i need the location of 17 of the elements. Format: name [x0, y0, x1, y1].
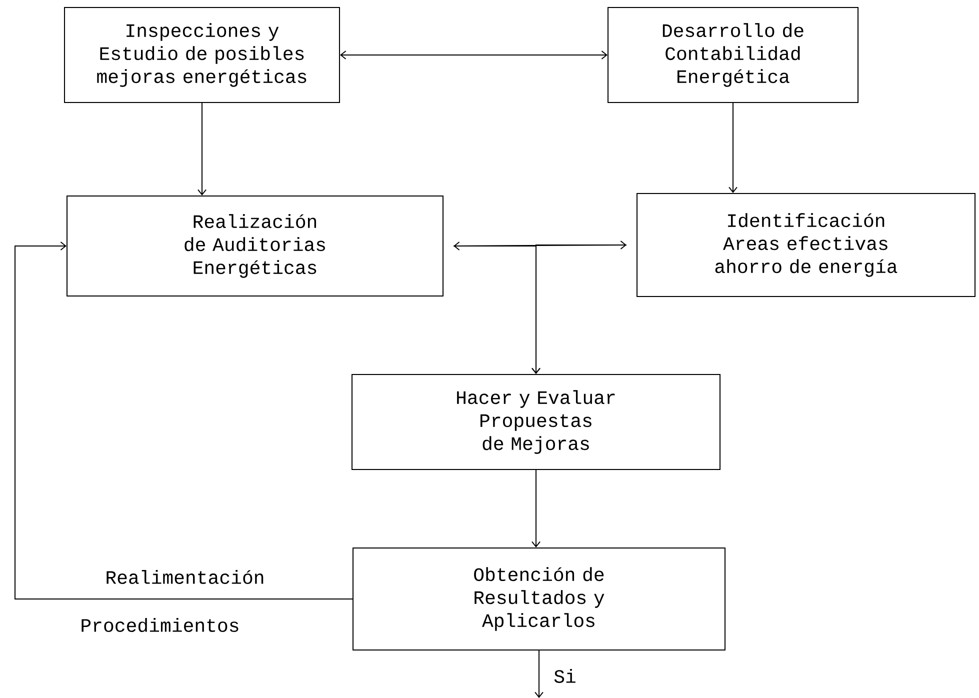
process-box: Desarrollo de Contabilidad Energética: [608, 7, 858, 103]
arrow: [198, 102, 206, 196]
arrow: [454, 240, 626, 250]
process-box: Obtención de Resultados y Aplicarlos: [352, 548, 726, 650]
arrow: [534, 650, 544, 698]
note-text: Procedimientos: [79, 617, 241, 633]
edge-label: Realimentación: [104, 569, 266, 585]
arrow: [532, 244, 627, 374]
process-box: Identificación Areas efectivas ahorro de energía: [636, 193, 976, 297]
edge-label: Si: [552, 668, 578, 684]
process-box: Inspecciones y Estudio de posibles mejoras energéticas: [64, 7, 340, 103]
arrow: [728, 102, 738, 193]
process-box: Hacer y Evaluar Propuestas de Mejoras: [352, 374, 720, 470]
arrow: [340, 50, 608, 60]
arrow: [532, 470, 540, 548]
arrow: [14, 242, 353, 600]
process-box: Realización de Auditorias Energéticas: [66, 196, 444, 296]
